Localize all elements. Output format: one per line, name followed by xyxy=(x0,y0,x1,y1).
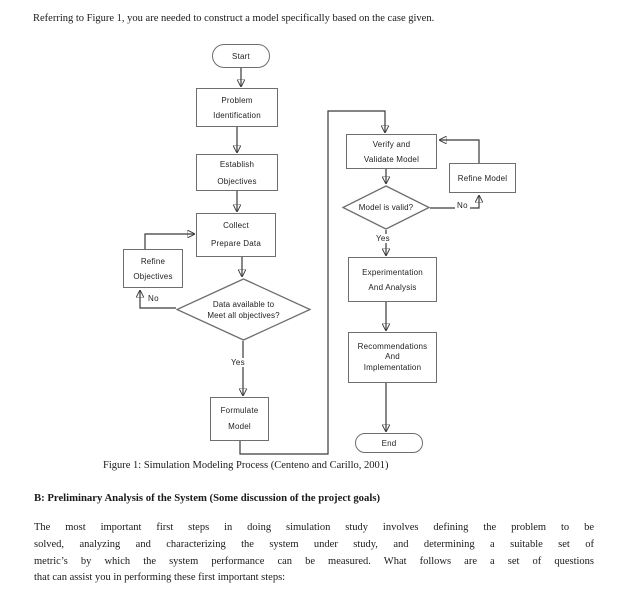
flow-node-refine-model: Refine Model xyxy=(449,163,516,193)
flow-node-refine-model-label: Refine Model xyxy=(457,173,508,183)
edge-refine-model-to-verify xyxy=(440,140,480,163)
flow-node-experimentation-analysis-label: Experimentation And Analysis xyxy=(362,267,423,292)
figure-caption: Figure 1: Simulation Modeling Process (C… xyxy=(103,460,389,471)
flow-node-refine-objectives-label: Refine Objectives xyxy=(133,256,173,281)
diamond-shape xyxy=(342,185,430,230)
edge-label-yes-left: Yes xyxy=(229,358,247,367)
edge-label-no-right: No xyxy=(455,201,470,210)
flow-node-collect-prepare-data: Collect Prepare Data xyxy=(196,213,276,257)
flow-node-end: End xyxy=(355,433,423,453)
flow-node-formulate-model-label: Formulate Model xyxy=(220,406,259,431)
flow-node-establish-objectives: Establish Objectives xyxy=(196,154,278,191)
intro-paragraph: Referring to Figure 1, you are needed to… xyxy=(33,13,435,24)
flow-node-experimentation-analysis: Experimentation And Analysis xyxy=(348,257,437,302)
flow-node-refine-objectives: Refine Objectives xyxy=(123,249,183,288)
flow-decision-model-is-valid: Model is valid? xyxy=(342,185,430,230)
body-line: that can assist you in performing these … xyxy=(34,572,286,584)
edge-formulate-to-verify xyxy=(239,110,385,455)
body-line: solved, analyzing and characterizing the… xyxy=(34,538,594,550)
flow-node-end-label: End xyxy=(381,438,397,448)
flow-node-formulate-model: Formulate Model xyxy=(210,397,269,441)
flow-decision-data-available-label: Data available to Meet all objectives? xyxy=(207,299,280,320)
flow-node-verify-validate-model-label: Verify and Validate Model xyxy=(363,139,420,164)
body-line: The most important first steps in doing … xyxy=(34,522,594,533)
flow-node-establish-objectives-label: Establish Objectives xyxy=(217,159,257,186)
flow-node-recommendations-implementation: Recommendations And Implementation xyxy=(348,332,437,383)
flow-node-recommendations-implementation-label: Recommendations And Implementation xyxy=(357,341,428,372)
flow-node-start-label: Start xyxy=(232,51,250,61)
body-line: metric’s by which the system performance… xyxy=(34,555,594,567)
flow-decision-data-available: Data available to Meet all objectives? xyxy=(176,278,311,341)
flow-node-collect-prepare-data-label: Collect Prepare Data xyxy=(211,221,261,248)
edge-no-to-refine-model xyxy=(430,196,479,209)
flow-node-verify-validate-model: Verify and Validate Model xyxy=(346,134,437,169)
flow-decision-model-is-valid-label: Model is valid? xyxy=(358,203,414,212)
body-paragraph: The most important first steps in doing … xyxy=(34,520,594,587)
edge-label-yes-right: Yes xyxy=(374,234,392,243)
section-heading: B: Preliminary Analysis of the System (S… xyxy=(34,492,381,504)
edge-label-no-left: No xyxy=(146,294,161,303)
edge-refine-objectives-to-collect xyxy=(144,234,194,249)
flow-node-problem-identification: Problem Identification xyxy=(196,88,278,127)
flow-node-start: Start xyxy=(212,44,270,68)
edge-no-to-refine-objectives xyxy=(140,291,176,309)
flow-node-problem-identification-label: Problem Identification xyxy=(213,95,261,120)
diamond-shape xyxy=(176,278,311,341)
